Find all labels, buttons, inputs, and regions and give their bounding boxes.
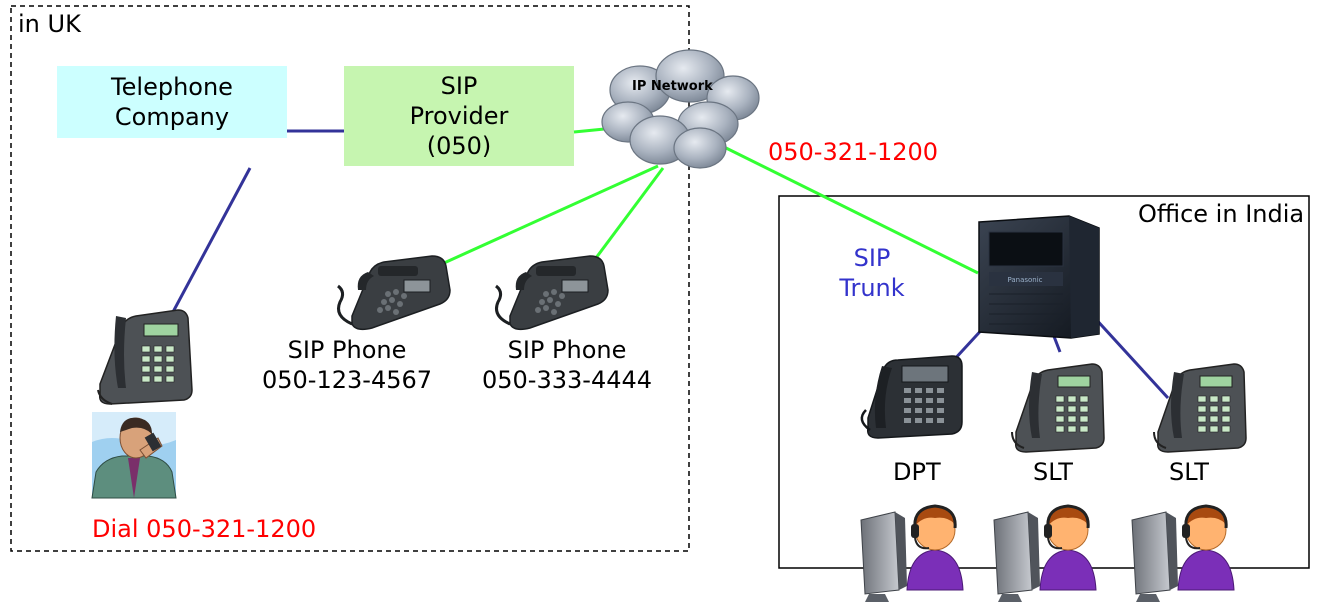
sip-trunk-line-2: Trunk — [839, 274, 905, 302]
dpt-label: DPT — [893, 458, 941, 486]
sip-phone-1-name: SIP Phone — [287, 336, 407, 364]
ip-network-cloud — [601, 49, 760, 169]
trunk-number: 050-321-1200 — [768, 138, 939, 166]
dial-instruction: Dial 050-321-1200 — [92, 515, 317, 543]
telephone-company-line-2: Company — [114, 103, 230, 131]
caller-person-icon — [91, 412, 177, 499]
operator-2-icon — [993, 504, 1097, 602]
sip-phone-2-name: SIP Phone — [507, 336, 627, 364]
telephone-company-label: Telephone Company — [57, 66, 287, 138]
link-pbx-slt2 — [1091, 314, 1170, 400]
dpt-phone-icon — [860, 355, 963, 439]
sip-provider-line-2: Provider — [409, 102, 509, 130]
operator-1-icon — [860, 504, 964, 602]
india-office-label: Office in India — [1138, 200, 1305, 228]
link-cloud-sipphone2 — [588, 167, 665, 267]
handset-phone-icon — [97, 309, 193, 405]
sip-provider-box — [344, 66, 574, 166]
slt-phone-2-icon — [1153, 363, 1247, 453]
telephone-company-box — [57, 66, 287, 138]
link-cloud-sipphone1 — [432, 164, 659, 270]
sip-phone-2-number: 050-333-4444 — [482, 366, 653, 394]
link-cloud-trunk — [721, 144, 979, 275]
slt-2-label: SLT — [1169, 458, 1209, 486]
operator-3-icon — [1131, 504, 1235, 602]
slt-phone-1-icon — [1011, 363, 1105, 453]
sip-phone-1-label: SIP Phone 050-123-4567 — [262, 335, 432, 395]
sip-provider-line-3: (050) — [426, 132, 492, 160]
pbx-unit-icon: Panasonic — [978, 215, 1100, 339]
telephone-company-line-1: Telephone — [111, 73, 233, 101]
sip-phone-2-icon — [495, 255, 609, 331]
sip-provider-label: SIP Provider (050) — [344, 66, 574, 166]
sip-trunk-label: SIP Trunk — [832, 243, 912, 303]
uk-region-frame — [10, 5, 690, 552]
slt-1-label: SLT — [1033, 458, 1073, 486]
sip-trunk-line-1: SIP — [853, 244, 891, 272]
ip-network-label: IP Network — [632, 79, 713, 94]
sip-phone-2-label: SIP Phone 050-333-4444 — [482, 335, 652, 395]
sip-phone-1-number: 050-123-4567 — [262, 366, 433, 394]
sip-phone-1-icon — [337, 255, 451, 331]
uk-region-label: in UK — [18, 10, 81, 38]
svg-text:Panasonic: Panasonic — [1007, 276, 1042, 284]
sip-provider-line-1: SIP — [440, 72, 478, 100]
